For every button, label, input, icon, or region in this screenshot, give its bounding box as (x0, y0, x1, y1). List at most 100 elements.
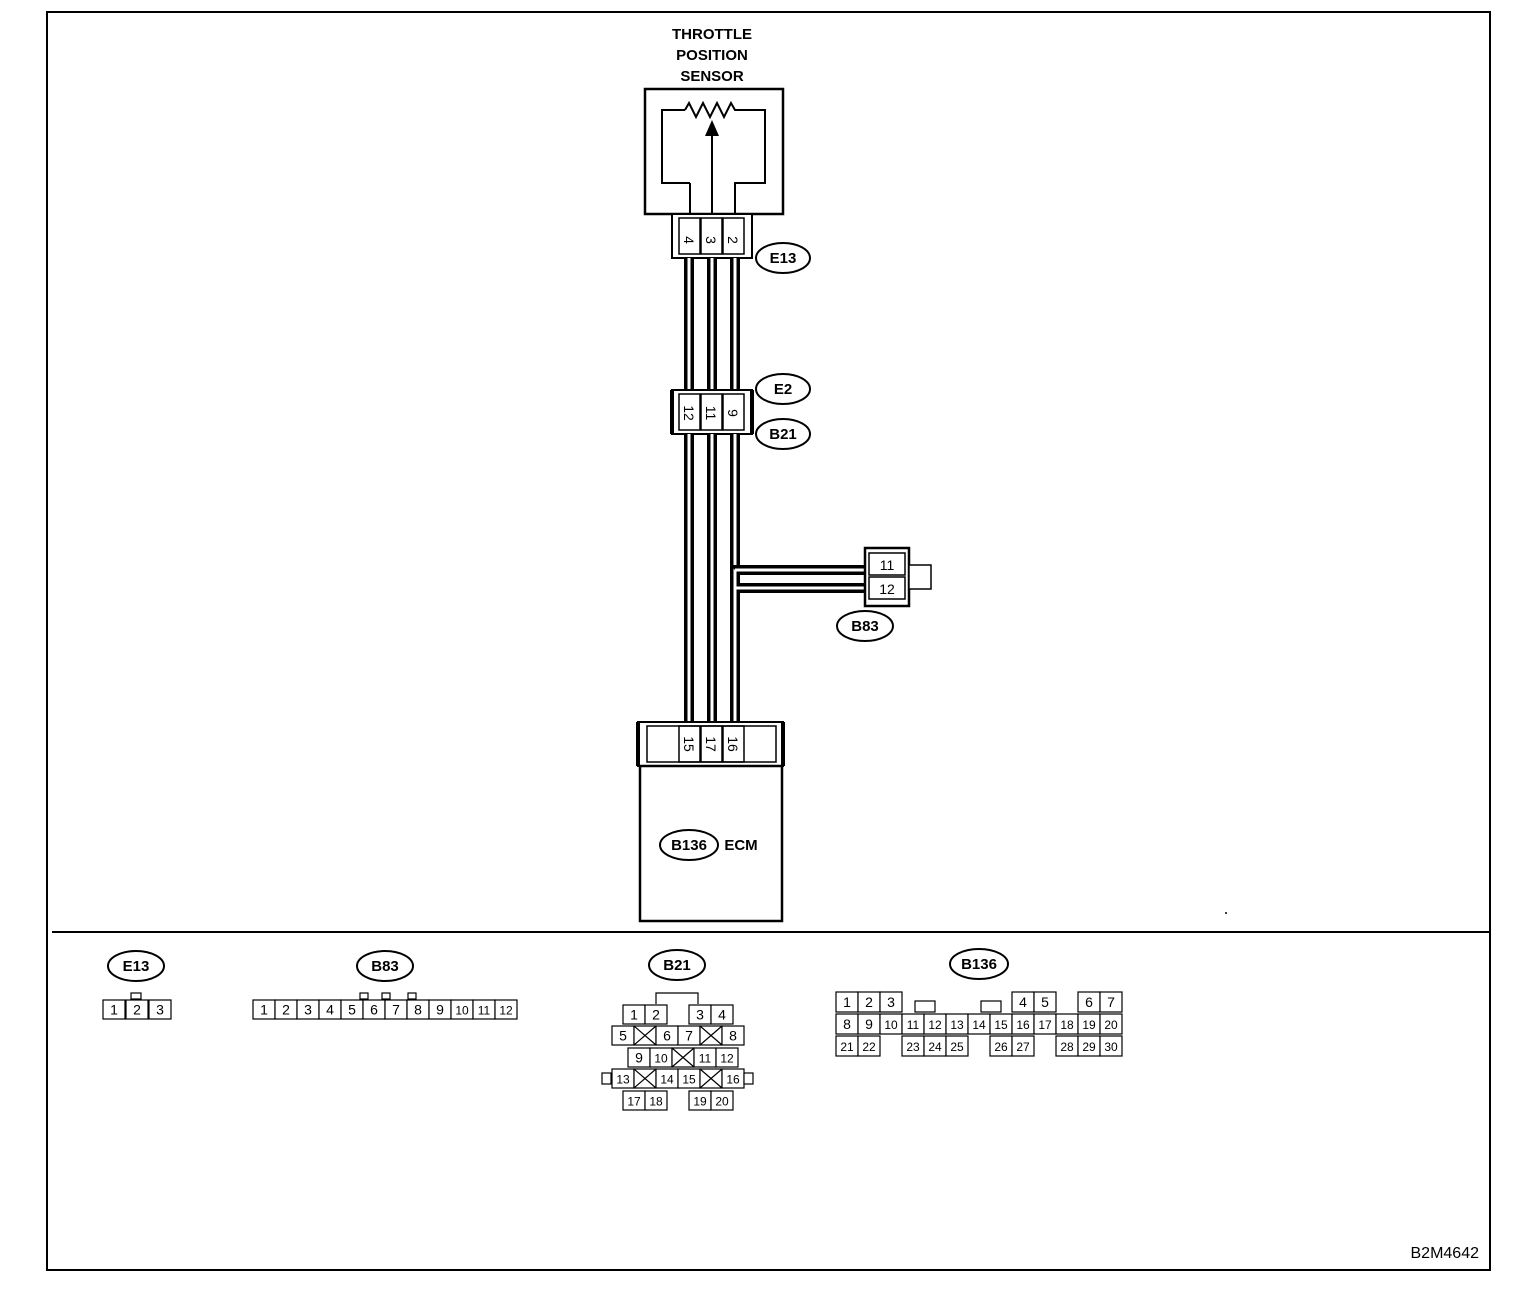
face-b136-pin-label: 26 (994, 1040, 1008, 1054)
e13-pin-label: 3 (703, 236, 719, 244)
face-b136-pin-label: 18 (1060, 1018, 1074, 1032)
b21-callout: B21 (755, 418, 811, 450)
face-b21-pin-label: 20 (715, 1095, 729, 1109)
face-b136-pin-label: 9 (865, 1016, 873, 1032)
b83-callout-label: B83 (851, 618, 879, 635)
face-b83-pin-cell (494, 999, 518, 1020)
face-e13-pin-cell (148, 999, 172, 1020)
face-b83-pin-label: 6 (370, 1002, 378, 1018)
resistor-icon (684, 100, 738, 120)
face-b136-pin-label: 25 (950, 1040, 964, 1054)
connector-latch (130, 992, 142, 1000)
face-b83-pin-label: 7 (392, 1002, 400, 1018)
face-e13-pin-label: 2 (133, 1002, 141, 1018)
throttle-position-sensor: THROTTLE POSITION SENSOR (643, 26, 785, 216)
e2-b21-pin-label: 9 (725, 409, 741, 417)
face-b21-pin-label: 17 (627, 1095, 641, 1109)
connector-latch (914, 1000, 936, 1013)
face-b136-pin-label: 23 (906, 1040, 920, 1054)
e13-pin-2 (722, 217, 745, 255)
face-b136-pin-label: 21 (840, 1040, 854, 1054)
b21-callout-label: B21 (769, 426, 797, 443)
harness-lower (684, 434, 865, 726)
face-b136-pin-label: 6 (1085, 994, 1093, 1010)
e2-b21-pin-9 (722, 393, 745, 431)
e2-callout: E2 (755, 373, 811, 405)
b136-callout-label: B136 (671, 837, 707, 854)
face-b83-pin-label: 10 (455, 1004, 469, 1018)
ecm-pin-17 (700, 725, 723, 763)
face-b83-pin-label: 11 (478, 1004, 491, 1018)
e2-callout-label: E2 (774, 381, 792, 398)
face-b136-pin-label: 14 (972, 1018, 986, 1032)
face-b136-pin-label: 19 (1082, 1018, 1096, 1032)
face-b136-pin-label: 1 (843, 994, 851, 1010)
b83-pin-label: 12 (879, 581, 895, 597)
face-b21-pin-label: 10 (654, 1052, 668, 1066)
connector-e13: 4 3 2 (671, 213, 753, 259)
face-b21-label: B21 (663, 957, 691, 974)
e13-callout: E13 (755, 242, 811, 274)
face-b136-label: B136 (961, 956, 997, 973)
ecm-label: ECM (724, 837, 757, 854)
face-b136-pin-label: 27 (1016, 1040, 1030, 1054)
figure-code: B2M4642 (1411, 1245, 1480, 1262)
face-b21-pin-label: 8 (729, 1028, 737, 1044)
face-b136-pin-label: 3 (887, 994, 895, 1010)
face-b83-pin-label: 2 (282, 1002, 290, 1018)
face-b136-pin-cell (879, 991, 903, 1013)
wiper-arrow-icon (705, 120, 719, 136)
e2-b21-pin-11 (700, 393, 723, 431)
e13-pin-label: 2 (725, 236, 741, 244)
face-b21-pin-label: 13 (616, 1073, 630, 1087)
face-b136-pin-label: 5 (1041, 994, 1049, 1010)
sensor-internal-wiring (661, 109, 766, 214)
face-b136-pin-cell (1099, 1013, 1123, 1035)
face-b21-pin-cell (710, 1004, 734, 1025)
sensor-title-line-1: THROTTLE (672, 26, 752, 43)
face-b136-pin-label: 4 (1019, 994, 1027, 1010)
face-b21-pin-cell (710, 1090, 734, 1111)
connector-latch (381, 992, 391, 1000)
connector-b83: 11 12 (863, 546, 932, 608)
face-b83-pin-label: 12 (499, 1004, 513, 1018)
harness-upper (684, 258, 740, 390)
face-b136-pin-label: 8 (843, 1016, 851, 1032)
face-b136-pin-cell (1099, 991, 1123, 1013)
connector-latch (601, 1072, 612, 1085)
face-b21-pin-label: 4 (718, 1007, 726, 1023)
connector-latch (359, 992, 369, 1000)
face-b136-pin-label: 2 (865, 994, 873, 1010)
face-b83-pin-label: 3 (304, 1002, 312, 1018)
face-b136-pin-label: 11 (907, 1018, 920, 1032)
face-b136-pin-label: 29 (1082, 1040, 1096, 1054)
face-b136-pin-cell (1033, 991, 1057, 1013)
face-b83-pin-label: 4 (326, 1002, 334, 1018)
face-b136-pin-label: 12 (928, 1018, 942, 1032)
face-b136-pin-label: 10 (884, 1018, 898, 1032)
face-b21-pin-label: 18 (649, 1095, 663, 1109)
face-b136-pin-label: 28 (1060, 1040, 1074, 1054)
face-b136-pin-label: 24 (928, 1040, 942, 1054)
face-b21-pin-label: 11 (699, 1052, 712, 1066)
face-b136-pin-label: 30 (1104, 1040, 1118, 1054)
face-b136-pin-cell (1099, 1035, 1123, 1057)
face-b21-pin-label: 16 (726, 1073, 740, 1087)
connector-latch (980, 1000, 1002, 1013)
e13-callout-label: E13 (770, 250, 797, 267)
connector-latch (743, 1072, 754, 1085)
face-b21-pin-label: 1 (630, 1007, 638, 1023)
ecm-pin-15 (678, 725, 701, 763)
face-b136-pin-label: 15 (994, 1018, 1008, 1032)
b83-pin-11 (868, 552, 906, 576)
face-b21-pin-label: 14 (660, 1073, 674, 1087)
face-b136-pin-label: 13 (950, 1018, 964, 1032)
ecm-pin-16 (722, 725, 745, 763)
e13-pin-4 (678, 217, 701, 255)
ecm-pin-label: 15 (681, 736, 697, 752)
